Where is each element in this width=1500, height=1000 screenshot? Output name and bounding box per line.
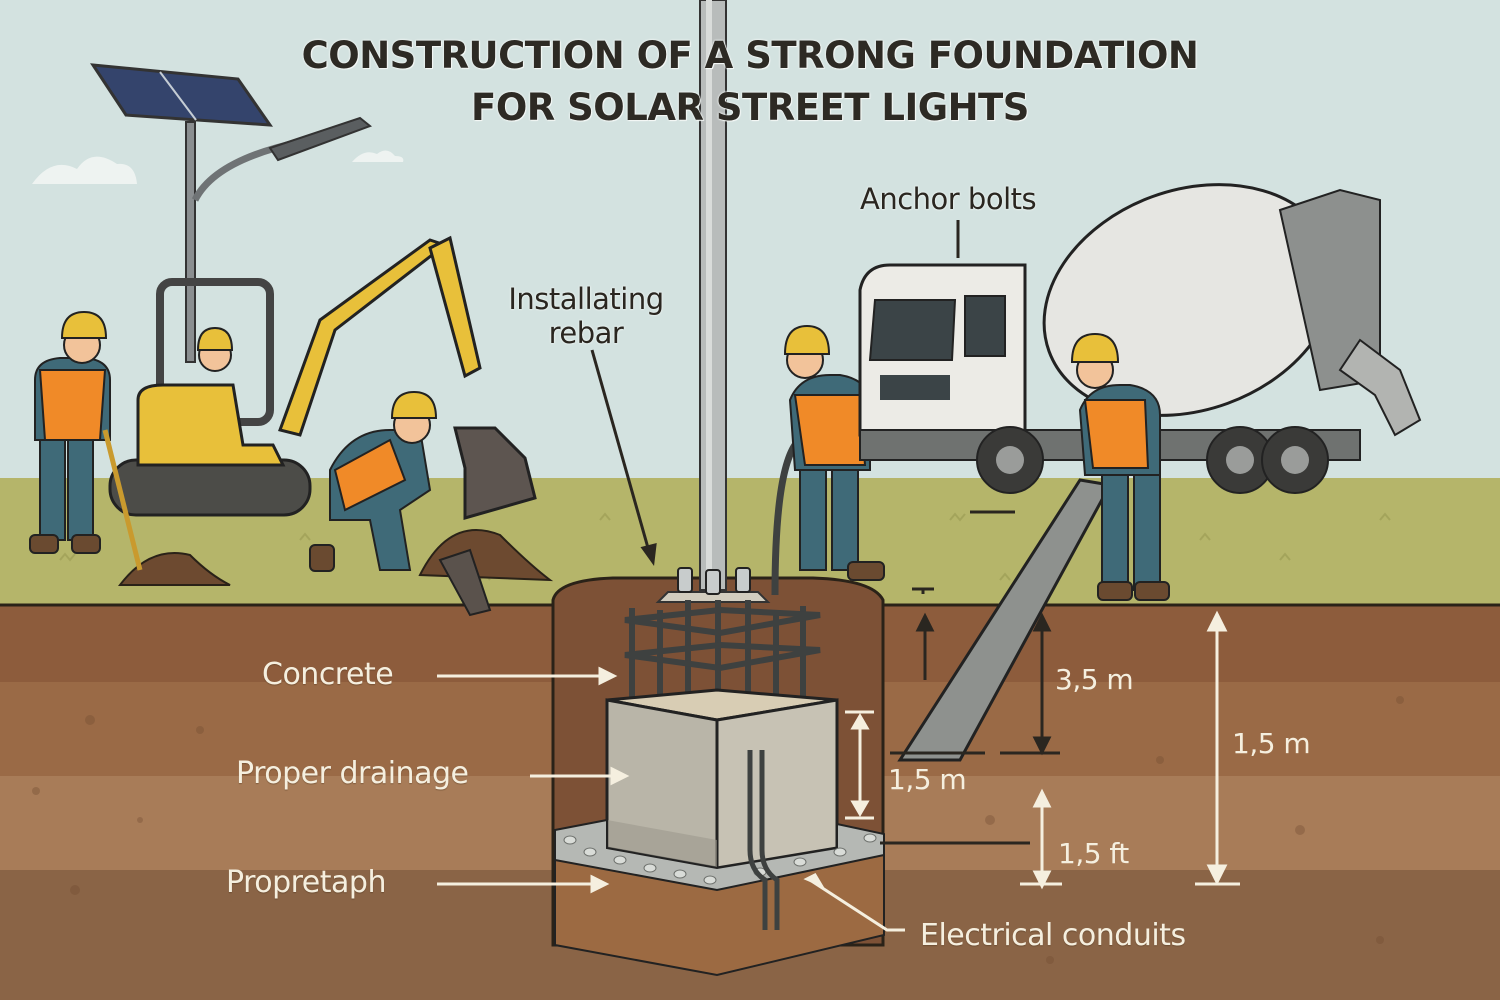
cloud-icon [32, 150, 404, 184]
gravel-bed [554, 818, 885, 893]
solar-street-light [90, 63, 373, 363]
page-title: CONSTRUCTION OF A STRONG FOUNDATION FOR … [0, 30, 1500, 134]
callout-leaders-dark [590, 220, 960, 567]
title-line-1: CONSTRUCTION OF A STRONG FOUNDATION [301, 34, 1199, 77]
worker-with-chute [1070, 332, 1170, 601]
callout-electrical-conduits: Electrical conduits [920, 918, 1186, 953]
electrical-conduits [747, 443, 798, 930]
worker-with-shovel [29, 310, 143, 571]
concrete-chute [897, 478, 1113, 762]
dimension-lines [845, 510, 1240, 890]
light-pole [655, 0, 771, 603]
mini-excavator [108, 235, 537, 520]
callout-installing-rebar-line1: Installating [508, 282, 664, 316]
concrete-footing [605, 688, 839, 870]
title-line-2: FOR SOLAR STREET LIGHTS [471, 86, 1029, 129]
dimension-depth-upper: 3,5 m [1055, 663, 1134, 696]
worker-with-conduit [783, 324, 885, 581]
callout-installing-rebar: Installating rebar [497, 282, 675, 350]
callout-anchor-bolts: Anchor bolts [860, 182, 1037, 216]
anchor-bolt-icon [677, 567, 751, 595]
worker-kneeling [309, 390, 492, 617]
callout-arrows-light [437, 666, 905, 932]
callout-proper-drainage: Proper drainage [236, 756, 469, 791]
dimension-depth-total: 1,5 m [1232, 727, 1311, 760]
dimension-footing-height: 1,5 m [888, 763, 967, 796]
compacted-base [554, 853, 885, 977]
callout-concrete: Concrete [262, 657, 394, 692]
callout-installing-rebar-line2: rebar [548, 316, 624, 350]
dimension-gravel-layer: 1,5 ft [1058, 837, 1129, 870]
rebar-cage [624, 600, 821, 725]
callout-propretaph: Propretaph [226, 865, 386, 900]
